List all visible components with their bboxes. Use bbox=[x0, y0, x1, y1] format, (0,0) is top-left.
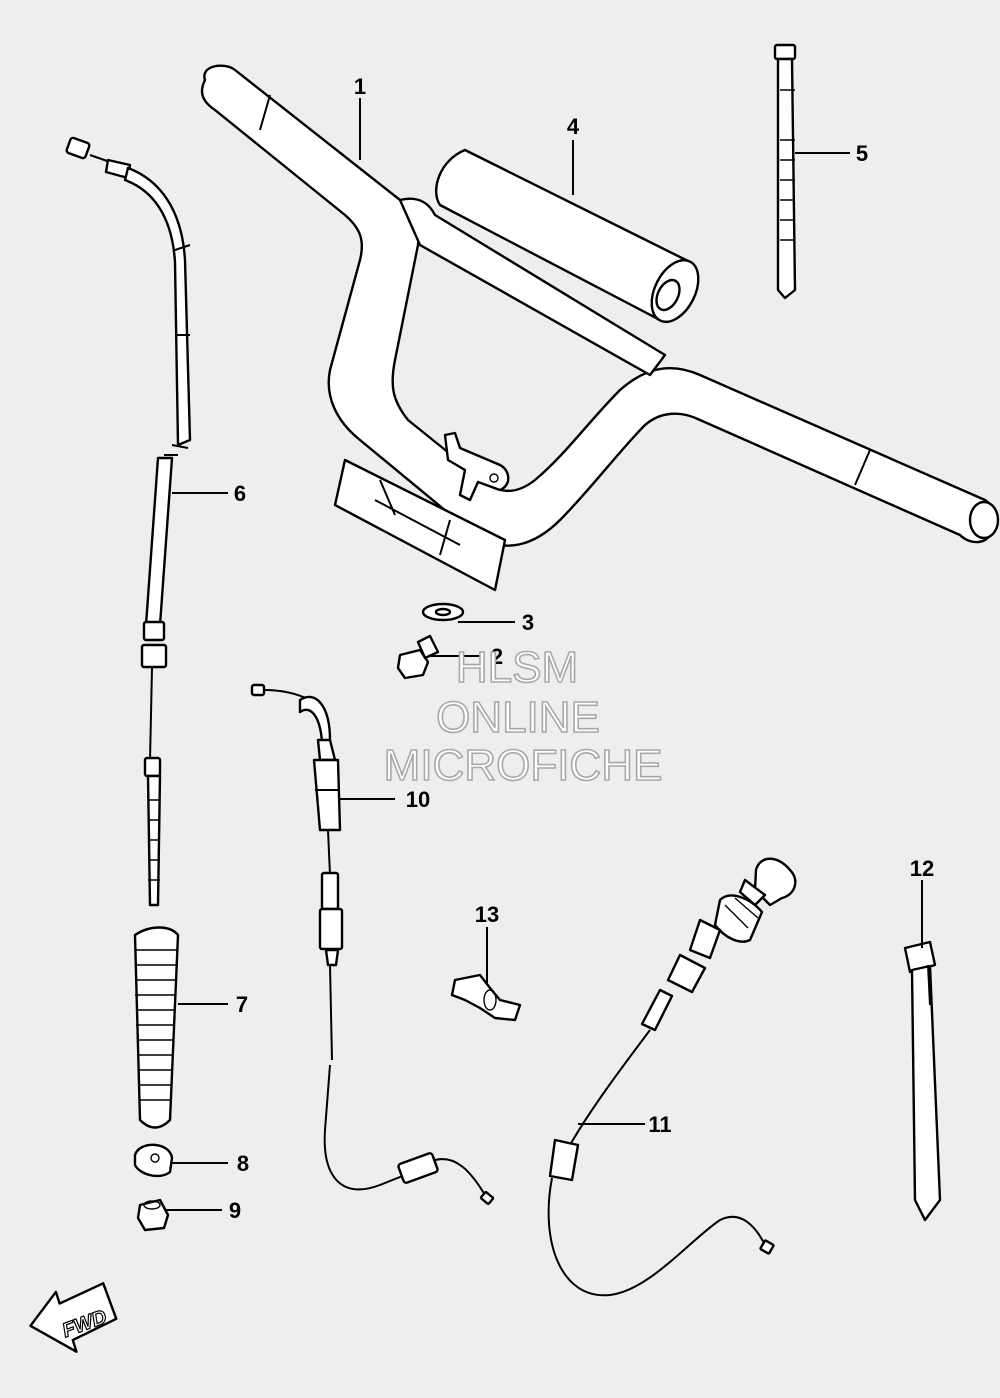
handlebar bbox=[200, 64, 1000, 592]
callout-11: 11 bbox=[648, 1112, 671, 1137]
watermark-line-3: MICROFICHE bbox=[384, 741, 663, 790]
callout-6: 6 bbox=[234, 481, 246, 506]
bolt bbox=[396, 634, 440, 680]
watermark: HLSM ONLINE MICROFICHE bbox=[383, 642, 663, 791]
callout-4: 4 bbox=[567, 114, 580, 139]
handlebar-pad bbox=[435, 148, 700, 323]
watermark-line-1: HLSM bbox=[456, 643, 578, 692]
fwd-direction-badge: FWD bbox=[29, 1282, 118, 1353]
cable-tie-12 bbox=[903, 940, 942, 1222]
watermark-line-2: ONLINE bbox=[436, 693, 600, 742]
throttle-cable bbox=[250, 683, 495, 1206]
choke-cable bbox=[547, 857, 797, 1297]
leader-lines bbox=[165, 98, 923, 1211]
fwd-label: FWD bbox=[59, 1306, 109, 1342]
callout-12: 12 bbox=[910, 856, 934, 881]
callout-13: 13 bbox=[475, 902, 499, 927]
callout-7: 7 bbox=[236, 992, 248, 1017]
callout-1: 1 bbox=[354, 74, 366, 99]
fwd-arrow-icon bbox=[29, 1282, 118, 1353]
callout-8: 8 bbox=[237, 1151, 249, 1176]
cable-tie-5 bbox=[773, 43, 797, 300]
callout-5: 5 bbox=[856, 141, 868, 166]
callout-9: 9 bbox=[229, 1198, 241, 1223]
callout-3: 3 bbox=[522, 610, 534, 635]
nut bbox=[136, 1198, 170, 1232]
callout-10: 10 bbox=[406, 787, 430, 812]
callout-labels: 1 2 3 4 5 6 7 8 9 10 11 12 13 bbox=[229, 74, 934, 1223]
brake-cable bbox=[65, 136, 192, 907]
callout-2: 2 bbox=[491, 644, 503, 669]
bushing bbox=[133, 1143, 174, 1178]
rubber-boot bbox=[133, 926, 180, 1129]
washer bbox=[421, 602, 465, 622]
